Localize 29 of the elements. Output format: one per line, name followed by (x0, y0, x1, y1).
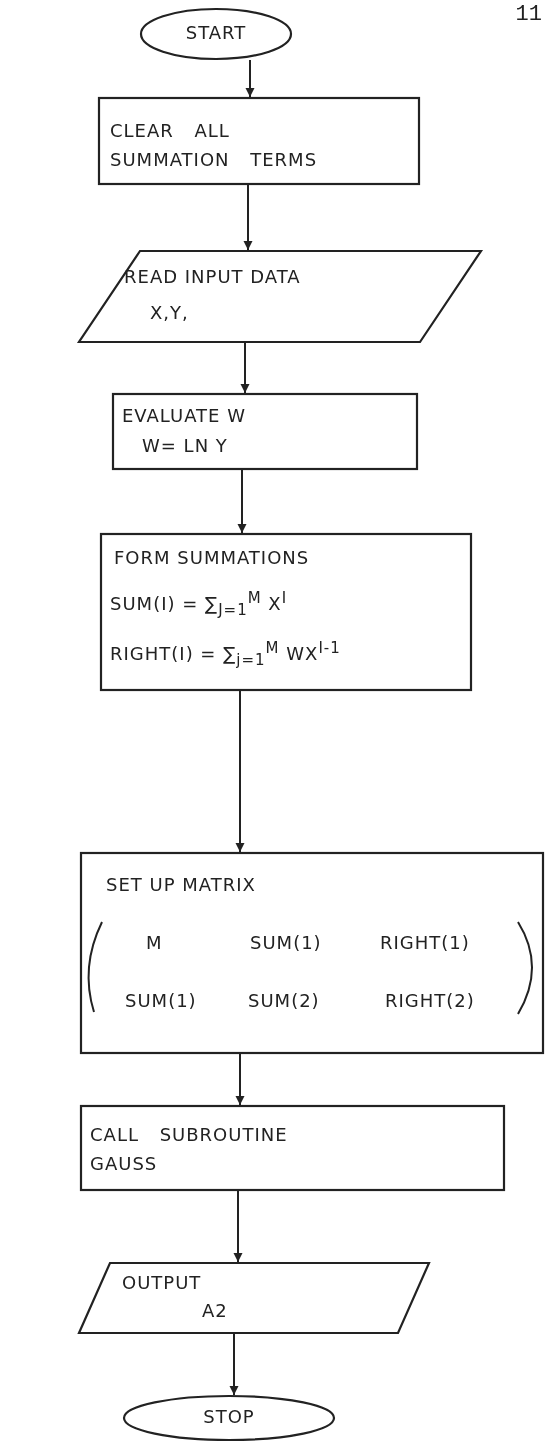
matrix-entry: M (146, 932, 163, 954)
matrix-entry: SUM(1) (125, 990, 197, 1012)
matrix-entry: SUM(1) (250, 932, 322, 954)
process-label: SET UP MATRIX (106, 874, 256, 896)
matrix-entry: RIGHT(2) (385, 990, 475, 1012)
formula: SUM(I) = ∑$_{J=1}$$^{M}$ X$^{I}$ (110, 589, 288, 619)
arrow (237, 469, 247, 534)
arrow (235, 690, 245, 853)
terminator-label: STOP (202, 1406, 256, 1428)
output-label: OUTPUT (122, 1272, 202, 1294)
input-variables: X,Y, (150, 302, 189, 324)
input-label: READ INPUT DATA (124, 266, 301, 288)
process-label: EVALUATE W (122, 405, 246, 427)
terminator-label: START (184, 22, 248, 44)
arrow (245, 59, 255, 98)
formula: RIGHT(I) = ∑$_{j=1}$$^{M}$ WX$^{I-1}$ (110, 639, 341, 669)
page-number: 11 (515, 2, 542, 27)
process-label: CALL SUBROUTINE GAUSS (90, 1123, 289, 1176)
process-label: FORM SUMMATIONS (114, 547, 310, 569)
arrow (229, 1333, 239, 1396)
process-label: CLEAR ALL SUMMATION TERMS (110, 119, 319, 172)
matrix-entry: RIGHT(1) (380, 932, 470, 954)
arrow (233, 1190, 243, 1263)
arrow (235, 1053, 245, 1106)
arrow (240, 342, 250, 394)
matrix-entry: SUM(2) (248, 990, 320, 1012)
formula: W= LN Y (142, 435, 228, 457)
output-variable: A2 (202, 1300, 228, 1322)
arrow (243, 184, 253, 251)
